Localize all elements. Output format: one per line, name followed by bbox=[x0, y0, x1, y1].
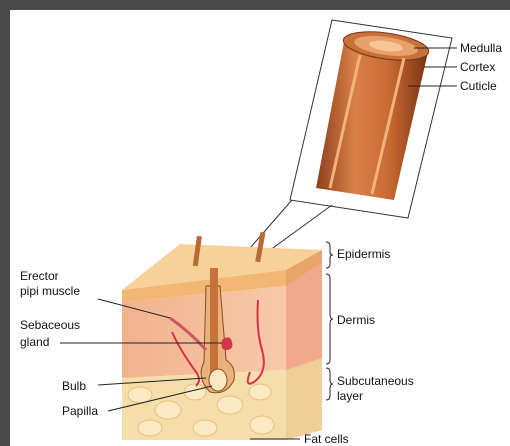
label-erector: Erector bbox=[20, 269, 59, 283]
label-dermis: Dermis bbox=[337, 313, 375, 327]
skin-block bbox=[122, 232, 322, 440]
label-cuticle: Cuticle bbox=[460, 79, 497, 93]
label-epidermis: Epidermis bbox=[337, 247, 390, 261]
sebaceous-gland bbox=[222, 337, 233, 350]
label-fat-cells: Fat cells bbox=[304, 432, 349, 446]
label-medulla: Medulla bbox=[460, 41, 502, 55]
label-subcutaneous: Subcutaneous bbox=[337, 374, 414, 388]
label-subcutaneous-layer: layer bbox=[337, 389, 363, 403]
magnified-hair-inset bbox=[290, 20, 457, 218]
label-erector-muscle: pipi muscle bbox=[20, 284, 80, 298]
label-sebaceous-gland: gland bbox=[20, 335, 49, 349]
label-sebaceous: Sebaceous bbox=[20, 318, 80, 332]
layer-brackets bbox=[326, 242, 333, 400]
label-bulb: Bulb bbox=[62, 379, 86, 393]
label-cortex: Cortex bbox=[460, 60, 495, 74]
label-papilla: Papilla bbox=[62, 404, 98, 418]
